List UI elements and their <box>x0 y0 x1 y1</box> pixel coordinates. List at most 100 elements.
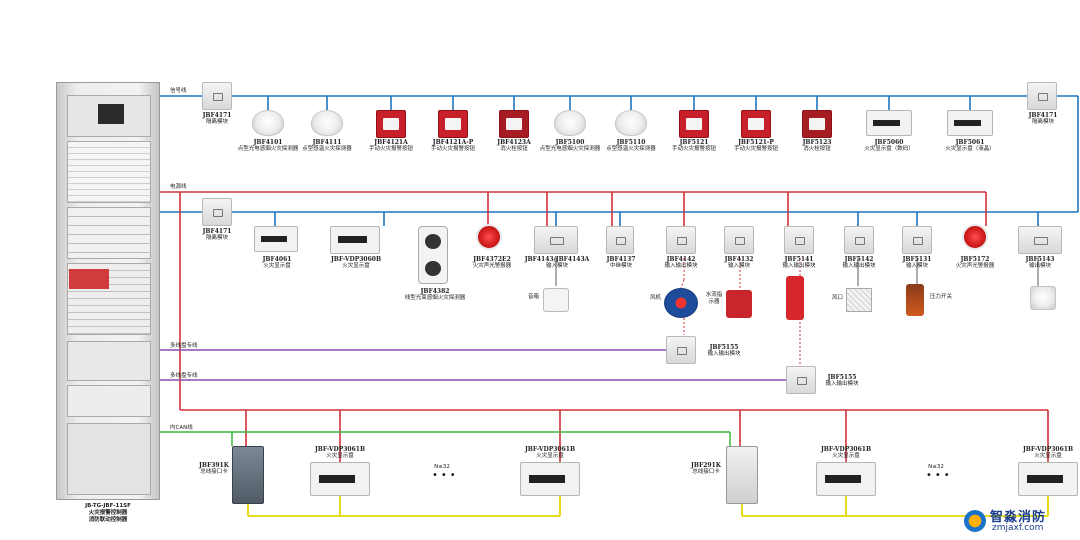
smoke-detector-jbf4101 <box>252 110 284 136</box>
sounder-strobe-jbf4372e2 <box>476 224 502 250</box>
input-module-jbf5131 <box>902 226 932 254</box>
cabinet-model: JB-TG-JBF-11SF <box>85 503 131 509</box>
io-module-jbf5142 <box>844 226 874 254</box>
cabinet-multi-panel <box>67 207 151 259</box>
display-panel-can-4 <box>1018 462 1078 496</box>
pressure-label: 压力开关 <box>930 294 953 300</box>
beam-detector-jbf4382 <box>418 226 448 284</box>
brand-logo-icon <box>964 510 986 532</box>
cabinet-power-unit <box>67 385 151 417</box>
power-line-label: 电源线 <box>170 184 187 190</box>
fan-icon <box>664 288 698 318</box>
speaker-icon <box>543 288 569 312</box>
cabinet-label: JB-TG-JBF-11SF 火灾报警控制器 消防联动控制器 <box>60 503 156 524</box>
multi-line-label-2: 多线盘专线 <box>170 373 198 379</box>
pressure-switch-icon <box>906 284 924 316</box>
heat-detector-jbf4111 <box>311 110 343 136</box>
isolation-module-mid <box>202 198 232 226</box>
brand-url: zmjaxf.com <box>992 523 1044 533</box>
signal-bus <box>160 95 1079 226</box>
io-module-jbf5155-2 <box>786 366 816 394</box>
sounder-strobe-jbf5172 <box>962 224 988 250</box>
device-links <box>555 258 1039 286</box>
manual-call-point-jbf5121 <box>679 110 709 138</box>
output-device-icon <box>1030 286 1056 310</box>
signal-line-label: 信号线 <box>170 88 187 94</box>
bus-interface-jbf391k <box>232 446 264 504</box>
input-module-jbf4132 <box>724 226 754 254</box>
cabinet-keypad <box>67 141 151 203</box>
ellipsis-2: ••• <box>926 470 953 481</box>
vent-label: 风口 <box>832 295 844 301</box>
smoke-detector-jbf5100 <box>554 110 586 136</box>
n-label-1: N≤32 <box>434 464 450 470</box>
hydrant-button-jbf4123a <box>499 110 529 138</box>
relay-module-jbf4137 <box>606 226 634 254</box>
flow-indicator-icon <box>726 290 752 318</box>
io-module-jbf5155-1 <box>666 336 696 364</box>
can-line-label: 内CAN线 <box>170 425 193 431</box>
n-label-2: N≤32 <box>928 464 944 470</box>
fan-label: 风机 <box>650 295 662 301</box>
cabinet-lower <box>67 423 151 495</box>
cabinet-broadcast <box>67 341 151 381</box>
display-panel-can-1 <box>310 462 370 496</box>
brand-name: 智淼消防 <box>990 510 1047 525</box>
pump-icon <box>786 276 804 320</box>
multi-wire-bus <box>160 349 786 381</box>
display-links <box>247 496 1049 517</box>
speaker-label: 音箱 <box>528 294 540 300</box>
input-module-jbf4143 <box>534 226 578 254</box>
vent-icon <box>846 288 872 312</box>
cabinet-lcd <box>98 104 124 124</box>
ellipsis-1: ••• <box>432 470 459 481</box>
cabinet-name-2: 消防联动控制器 <box>88 517 128 523</box>
io-module-jbf4142 <box>666 226 696 254</box>
isolation-module-top-right <box>1027 82 1057 110</box>
cabinet-name-1: 火灾报警控制器 <box>88 510 128 516</box>
io-module-jbf5141 <box>784 226 814 254</box>
manual-call-point-jbf4121a <box>376 110 406 138</box>
flow-label: 水流指示器 <box>705 292 723 305</box>
hydrant-button-jbf5123 <box>802 110 832 138</box>
display-panel-can-3 <box>816 462 876 496</box>
watermark: 智淼消防 zmjaxf.com <box>964 506 1076 536</box>
display-panel-jbf-vdp3060b <box>330 226 380 254</box>
power-bus <box>160 191 1049 462</box>
display-panel-jbf5060 <box>866 110 912 136</box>
display-panel-jbf5061 <box>947 110 993 136</box>
isolation-module-top-left <box>202 82 232 110</box>
manual-call-point-jbf4121a-p <box>438 110 468 138</box>
heat-detector-jbf5110 <box>615 110 647 136</box>
